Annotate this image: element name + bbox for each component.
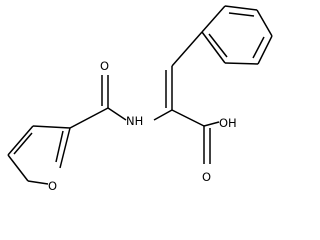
amide-linkage bbox=[69, 75, 173, 129]
carboxylic-acid-group bbox=[171, 109, 220, 164]
chemical-structure: O NH OH O O bbox=[7, 5, 273, 193]
vinyl-chain bbox=[165, 31, 203, 110]
furan-ring bbox=[7, 125, 71, 185]
amide-nh-label: NH bbox=[126, 114, 143, 128]
furan-oxygen-label: O bbox=[48, 179, 57, 193]
acid-hydroxyl-label: OH bbox=[219, 116, 237, 130]
acid-oxygen-label: O bbox=[202, 170, 211, 184]
carbonyl-oxygen-label: O bbox=[100, 59, 109, 73]
phenyl-ring bbox=[201, 5, 273, 65]
